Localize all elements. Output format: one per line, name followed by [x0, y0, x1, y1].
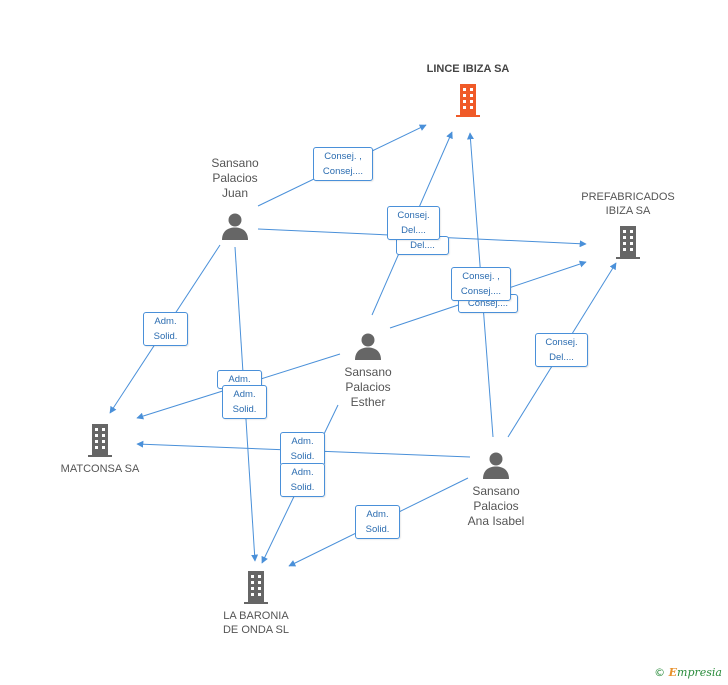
person-icon	[483, 452, 509, 479]
person-label: Sansano Palacios Esther	[344, 365, 392, 409]
edge-label-esther-baronia[interactable]: Adm. Solid.	[280, 463, 325, 497]
brand-initial: E	[668, 666, 678, 679]
person-label: Sansano Palacios Ana Isabel	[467, 484, 525, 528]
building-icon	[456, 84, 480, 117]
edge-label-juan-matconsa[interactable]: Adm. Solid.	[143, 312, 188, 346]
company-label: MATCONSA SA	[60, 463, 140, 475]
company-node-matconsa[interactable]: MATCONSA SA	[40, 422, 160, 476]
company-node-labaronia[interactable]: LA BARONIA DE ONDA SL	[196, 569, 316, 637]
person-icon	[222, 213, 248, 240]
edge-label-juan-lince[interactable]: Consej. , Consej....	[313, 147, 373, 181]
building-icon	[616, 226, 640, 259]
edge-label-esther-pref[interactable]: Consej. , Consej....	[451, 267, 511, 301]
company-node-lince[interactable]: LINCE IBIZA SA	[408, 62, 528, 118]
company-label: LINCE IBIZA SA	[426, 63, 510, 75]
person-node-esther[interactable]: Sansano Palacios Esther	[318, 331, 418, 410]
person-label: Sansano Palacios Juan	[211, 156, 259, 200]
edge-label-ana-matconsa[interactable]: Adm. Solid.	[280, 432, 325, 466]
edge-label-ana-baronia[interactable]: Adm. Solid.	[355, 505, 400, 539]
building-icon	[88, 424, 112, 457]
person-node-ana[interactable]: Sansano Palacios Ana Isabel	[446, 450, 546, 529]
edge-label-ana-pref[interactable]: Consej. Del....	[535, 333, 588, 367]
person-node-juan[interactable]: Sansano Palacios Juan	[185, 156, 285, 241]
company-label: LA BARONIA DE ONDA SL	[222, 610, 290, 636]
brand-name: mpresia	[677, 666, 722, 679]
company-node-prefabricados[interactable]: PREFABRICADOS IBIZA SA	[568, 190, 688, 260]
edge-label-juan-baronia[interactable]: Adm. Solid.	[222, 385, 267, 419]
edge-label-esther-lince[interactable]: Consej. Del....	[387, 206, 440, 240]
empresia-logo: © Empresia	[654, 666, 722, 679]
building-icon	[244, 571, 268, 604]
copyright-symbol: ©	[654, 666, 666, 679]
person-icon	[355, 333, 381, 360]
company-label: PREFABRICADOS IBIZA SA	[581, 191, 675, 217]
